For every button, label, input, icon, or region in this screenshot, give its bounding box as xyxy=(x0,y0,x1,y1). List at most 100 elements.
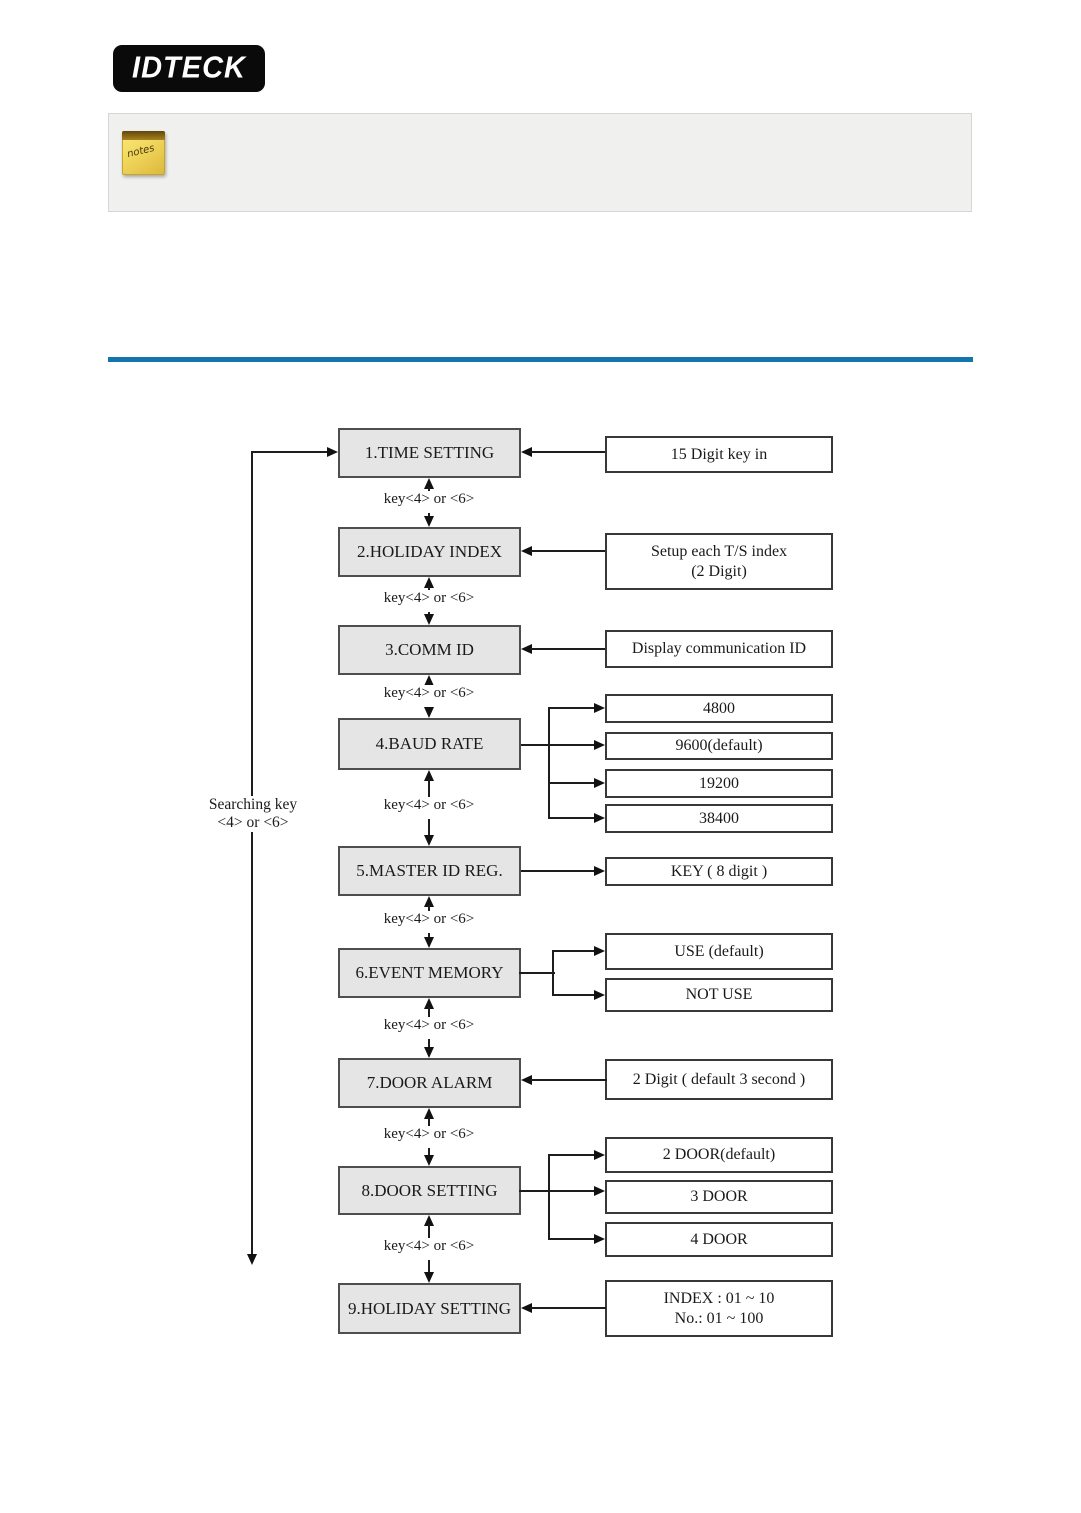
arrow-right xyxy=(594,813,605,823)
arrow-down xyxy=(424,937,434,948)
key-label: key<4> or <6> xyxy=(359,1017,499,1039)
connector xyxy=(519,972,555,974)
connector xyxy=(428,1007,430,1017)
menu-label: 6.EVENT MEMORY xyxy=(355,963,504,983)
arrow-right xyxy=(594,1150,605,1160)
connector xyxy=(550,782,596,784)
note-text: 4 DOOR xyxy=(690,1230,748,1248)
arrow-right xyxy=(594,1234,605,1244)
rail-top-line xyxy=(252,451,331,453)
branch-spine xyxy=(552,950,554,996)
arrow-down xyxy=(424,614,434,625)
connector xyxy=(428,487,430,492)
connector xyxy=(428,1039,430,1049)
arrow-up xyxy=(424,1215,434,1226)
arrow-down xyxy=(424,1047,434,1058)
menu-label: 2.HOLIDAY INDEX xyxy=(356,542,503,562)
arrow-up xyxy=(424,478,434,489)
key-label: key<4> or <6> xyxy=(359,1238,499,1260)
branch-spine xyxy=(548,1154,550,1240)
arrow-right xyxy=(594,946,605,956)
branch-spine xyxy=(548,707,550,819)
menu-box-master-id-reg: 5.MASTER ID REG. xyxy=(338,846,521,896)
arrow-left xyxy=(521,546,532,556)
arrow-left xyxy=(521,1075,532,1085)
key-label: key<4> or <6> xyxy=(359,797,499,819)
connector xyxy=(530,1079,607,1081)
note-box-3-door: 3 DOOR xyxy=(605,1180,833,1214)
key-label: key<4> or <6> xyxy=(359,685,499,707)
menu-label: 3.COMM ID xyxy=(385,640,474,660)
note-text: 2 DOOR(default) xyxy=(662,1146,776,1163)
menu-box-door-setting: 8.DOOR SETTING xyxy=(338,1166,521,1215)
key-label: key<4> or <6> xyxy=(359,590,499,612)
connector xyxy=(550,1154,596,1156)
key-label: key<4> or <6> xyxy=(359,1126,499,1148)
connector xyxy=(428,905,430,911)
menu-label: 4.BAUD RATE xyxy=(375,734,484,754)
connector xyxy=(553,950,596,952)
arrow-down xyxy=(424,1272,434,1283)
note-text: 9600(default) xyxy=(675,737,763,754)
connector xyxy=(428,779,430,797)
menu-label: 1.TIME SETTING xyxy=(364,443,495,463)
searching-key-line1: Searching key xyxy=(208,796,298,813)
connector xyxy=(428,933,430,939)
rail-vertical-line xyxy=(251,451,253,1254)
connector xyxy=(553,994,596,996)
connector xyxy=(428,819,430,837)
note-box-2-door: 2 DOOR(default) xyxy=(605,1137,833,1173)
note-text: NOT USE xyxy=(685,986,753,1003)
menu-label: 8.DOOR SETTING xyxy=(361,1180,498,1200)
rail-down-arrow xyxy=(247,1254,257,1265)
note-text: KEY ( 8 digit ) xyxy=(670,862,768,880)
arrow-down xyxy=(424,835,434,846)
note-text: 4800 xyxy=(703,699,735,717)
arrow-down xyxy=(424,1155,434,1166)
note-box-use-default: USE (default) xyxy=(605,933,833,970)
section-divider xyxy=(108,357,973,362)
arrow-down xyxy=(424,707,434,718)
note-text-line1: INDEX : 01 ~ 10 xyxy=(663,1289,775,1307)
menu-box-holiday-setting: 9.HOLIDAY SETTING xyxy=(338,1283,521,1334)
connector xyxy=(530,550,605,552)
note-box-master-key: KEY ( 8 digit ) xyxy=(605,857,833,886)
idteck-logo-text: IDTECK xyxy=(132,51,246,85)
menu-box-holiday-index: 2.HOLIDAY INDEX xyxy=(338,527,521,577)
idteck-logo: IDTECK xyxy=(113,45,265,92)
connector xyxy=(530,1307,606,1309)
menu-label: 9.HOLIDAY SETTING xyxy=(347,1298,512,1318)
menu-box-event-memory: 6.EVENT MEMORY xyxy=(338,948,521,998)
note-box-baud-38400: 38400 xyxy=(605,804,833,833)
connector xyxy=(521,744,596,746)
note-box-4-door: 4 DOOR xyxy=(605,1222,833,1257)
arrow-up xyxy=(424,770,434,781)
note-box-baud-9600: 9600(default) xyxy=(605,732,833,760)
note-text-line2: No.: 01 ~ 100 xyxy=(674,1309,764,1327)
menu-box-comm-id: 3.COMM ID xyxy=(338,625,521,675)
connector xyxy=(428,1260,430,1274)
arrow-right xyxy=(594,1186,605,1196)
connector xyxy=(428,513,430,518)
arrow-down xyxy=(424,516,434,527)
connector xyxy=(428,1224,430,1238)
note-text-line2: (2 Digit) xyxy=(691,562,747,580)
connector xyxy=(550,707,596,709)
note-box-baud-4800: 4800 xyxy=(605,694,833,723)
note-text-line1: Setup each T/S index xyxy=(650,542,788,560)
arrow-right xyxy=(594,990,605,1000)
notes-panel: notes xyxy=(108,113,972,212)
note-box-baud-19200: 19200 xyxy=(605,769,833,798)
note-box-holiday-index-no: INDEX : 01 ~ 10 No.: 01 ~ 100 xyxy=(605,1280,833,1337)
arrow-right xyxy=(594,740,605,750)
arrow-up xyxy=(424,896,434,907)
note-text: 19200 xyxy=(699,774,739,792)
arrow-right xyxy=(594,866,605,876)
arrow-up xyxy=(424,1108,434,1119)
note-box-comm-id: Display communication ID xyxy=(605,630,833,668)
arrow-right xyxy=(594,703,605,713)
arrow-left xyxy=(521,447,532,457)
note-text: Display communication ID xyxy=(631,640,807,657)
connector xyxy=(428,586,430,590)
